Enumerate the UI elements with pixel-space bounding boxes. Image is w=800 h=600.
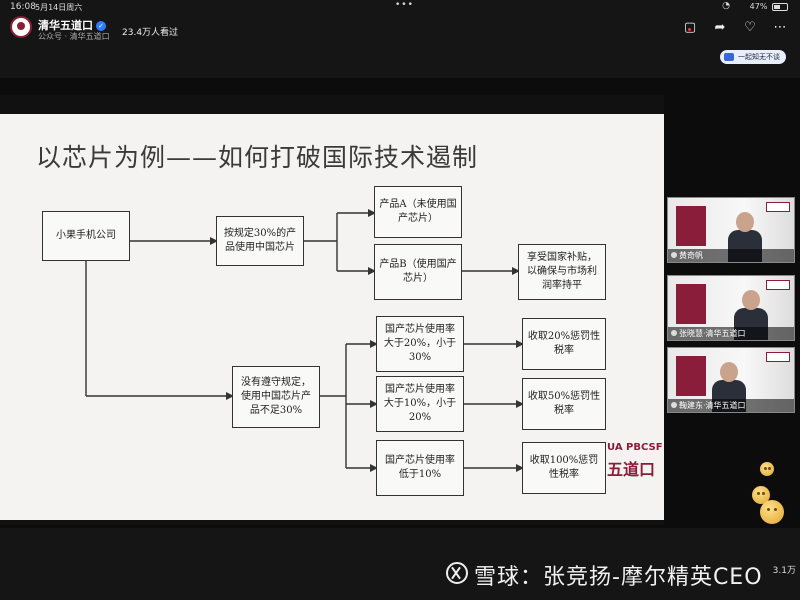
status-time: 16:08 [10,2,36,12]
battery-icon [772,2,788,11]
live-icon[interactable]: ▢ [682,20,698,36]
channel-name-row[interactable]: 清华五道口✓ [38,17,106,33]
slide-title: 以芯片为例——如何打破国际技术遏制 [36,143,479,172]
node-subsidy: 享受国家补贴，以确保与市场利润率持平 [518,244,606,300]
emoji-reaction-icon [760,500,784,524]
emoji-reaction-icon [752,486,770,504]
school-logo [766,280,790,290]
mic-icon [671,252,677,258]
node-noncomply: 没有遵守规定，使用中国芯片产品不足30% [232,366,320,428]
verified-icon: ✓ [96,21,106,31]
node-tax-3: 收取100%惩罚性税率 [522,442,606,494]
node-tax-2: 收取50%惩罚性税率 [522,378,606,430]
node-case-2: 国产芯片使用率大于10%，小于20% [376,376,464,432]
like-counter: 3.1万 [772,566,796,576]
book-cover [676,284,706,324]
wifi-icon: ◔ [722,1,730,11]
participant-name: 鞠建东·清华五道口 [679,401,746,410]
channel-subtitle: 公众号 · 清华五道口 [38,32,110,41]
node-product-b: 产品B（使用国产芯片） [374,244,462,300]
presentation-slide: 以芯片为例——如何打破国际技术遏制 [0,114,664,520]
share-icon[interactable]: ➦ [714,20,726,35]
node-case-1: 国产芯片使用率大于20%，小于30% [376,316,464,372]
more-icon[interactable]: ⋯ [773,20,787,35]
more-dots-icon: ••• [395,0,414,10]
participant-name: 张晓慧·清华五道口 [679,329,746,338]
tv-icon [724,53,734,61]
node-case-3: 国产芯片使用率低于10% [376,440,464,496]
participant-panel: 黄奇帆 张晓慧·清华五道口 鞠建东·清华五道口 [667,197,797,425]
book-cover [676,206,706,246]
notification-dot [688,28,691,31]
participant-tile[interactable]: 鞠建东·清华五道口 [667,347,795,413]
watch-together-label: 一起知无不谈 [738,53,780,61]
channel-avatar[interactable] [10,16,32,38]
book-cover [676,356,706,396]
node-tax-1: 收取20%惩罚性税率 [522,318,606,370]
header-actions: ▢ ➦ ♡ ⋯ [682,20,788,36]
like-icon[interactable]: ♡ [744,20,756,35]
mic-icon [671,402,677,408]
battery-text: 47% [749,2,768,11]
participant-name: 黄奇帆 [679,251,703,260]
node-comply: 按规定30%的产品使用中国芯片 [216,216,304,266]
status-bar: 16:08 5月14日周六 ••• ◔ 47% [0,0,800,14]
status-date: 5月14日周六 [35,3,83,12]
school-logo [766,352,790,362]
mic-icon [671,330,677,336]
channel-name: 清华五道口 [38,19,93,32]
emoji-reaction-icon [760,462,774,476]
slide-logo-line2: 五道口 [607,460,656,479]
node-product-a: 产品A（未使用国产芯片） [374,186,462,238]
view-count: 23.4万人看过 [122,28,179,38]
flowchart-connectors [85,209,524,472]
xueqiu-logo-icon [446,562,468,584]
participant-tile[interactable]: 张晓慧·清华五道口 [667,275,795,341]
node-company: 小果手机公司 [42,211,130,261]
school-logo [766,202,790,212]
watch-together-button[interactable]: 一起知无不谈 [720,50,786,64]
battery-indicator: 47% [750,2,788,11]
participant-tile[interactable]: 黄奇帆 [667,197,795,263]
slide-logo-line1: UA PBCSF [607,442,663,453]
watermark-text: 雪球：张竞扬-摩尔精英CEO [474,565,763,590]
